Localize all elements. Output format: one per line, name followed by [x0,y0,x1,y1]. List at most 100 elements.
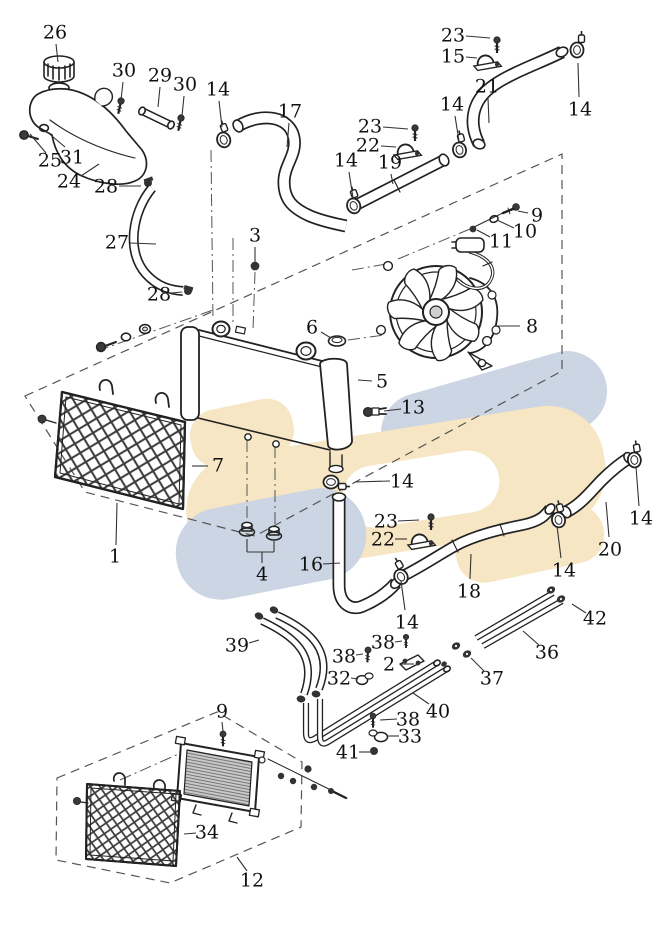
oil-cooler-core [170,735,266,824]
part-label-3: 3 [249,225,261,247]
part-label-14: 14 [206,79,230,101]
leader-line-14 [556,525,562,559]
part-label-21: 21 [475,76,499,98]
part-label-14: 14 [568,99,592,121]
part-label-14: 14 [629,508,653,530]
part-label-41: 41 [336,742,360,764]
leader-line-39 [248,639,260,644]
leader-line-30 [120,81,124,101]
leader-line-18 [469,553,472,580]
part-label-5: 5 [376,371,388,393]
oil-pipes-40 [302,659,452,747]
part-label-23: 23 [441,25,465,47]
leader-line-25 [29,133,47,154]
leader-line-15 [465,56,478,59]
overflow-hose-27 [128,184,184,296]
part-label-34: 34 [195,822,219,844]
part-label-25: 25 [38,150,62,172]
part-label-14: 14 [334,150,358,172]
leader-line-27 [129,242,157,245]
bolt-9 [501,203,520,215]
bolt-25 [19,130,39,140]
part-label-11: 11 [489,231,513,253]
part-label-1: 1 [109,546,121,568]
leader-line-40 [412,692,430,705]
pipe-clamp-32 [355,672,374,686]
leader-line-6 [320,331,332,339]
part-label-2: 2 [383,654,395,676]
leader-line-14 [635,466,640,507]
bolt-9-lower [218,729,228,748]
part-label-14: 14 [552,560,576,582]
leader-line-37 [470,657,485,672]
nut-11 [469,225,477,233]
part-label-23: 23 [374,511,398,533]
part-label-38: 38 [371,632,395,654]
part-label-26: 26 [43,22,67,44]
leader-line-14 [400,580,406,611]
oil-hoses-36 [474,590,564,649]
leader-line-10 [496,219,515,229]
leader-line-5 [357,379,373,382]
leader-line-28 [170,291,183,294]
leader-line-23 [397,519,420,522]
part-label-10: 10 [513,221,537,243]
bolt-38 [402,633,410,649]
part-label-42: 42 [583,608,607,630]
leader-line-23 [382,126,409,130]
part-label-20: 20 [598,539,622,561]
part-label-31: 31 [60,147,84,169]
part-label-27: 27 [105,232,129,254]
radiator-inlet-hose-17 [232,111,348,233]
leader-line-22 [380,145,397,148]
leader-line-14 [348,171,354,199]
part-label-19: 19 [378,152,402,174]
part-label-37: 37 [480,668,504,690]
leader-line-21 [487,97,490,124]
nut-41 [370,747,378,755]
radiator-mount-fasteners [95,323,152,353]
leader-line-42 [571,603,587,614]
pipe-plate-2 [399,654,425,671]
leader-line-38 [379,718,398,721]
part-label-32: 32 [327,668,351,690]
leader-line-16 [322,562,341,565]
leader-line-23 [465,35,491,39]
pipe-clamp-33 [368,729,389,743]
bolt-30-left [114,96,126,116]
outlet-pipe-16 [331,492,403,615]
part-label-24: 24 [57,171,81,193]
part-label-9: 9 [216,701,228,723]
part-label-36: 36 [535,642,559,664]
cooling-fan-8 [375,260,501,371]
part-label-14: 14 [390,471,414,493]
elbow-fitting-28-bottom [183,285,194,295]
nut-3 [250,261,260,271]
leader-line-26 [55,43,59,63]
part-label-17: 17 [278,101,302,123]
leader-line-14 [354,480,391,483]
part-label-9: 9 [531,205,543,227]
part-label-4: 4 [256,564,268,586]
leader-line-24 [80,163,100,177]
part-label-30: 30 [173,74,197,96]
part-label-14: 14 [440,94,464,116]
part-label-18: 18 [457,581,481,603]
hose-19 [346,153,450,214]
grommets-37 [441,642,472,667]
leader-line-34 [183,832,197,835]
part-label-38: 38 [396,709,420,731]
leader-line-38 [394,640,403,643]
hose-clamp-14 [447,128,470,160]
hose-clamp-14 [569,30,586,59]
part-label-12: 12 [240,870,264,892]
part-label-38: 38 [332,646,356,668]
assembly-boundary-1 [24,153,563,537]
part-label-30: 30 [112,60,136,82]
part-label-16: 16 [299,554,323,576]
leader-line-38 [355,653,364,656]
part-label-39: 39 [225,635,249,657]
part-label-22: 22 [356,135,380,157]
part-label-23: 23 [358,116,382,138]
